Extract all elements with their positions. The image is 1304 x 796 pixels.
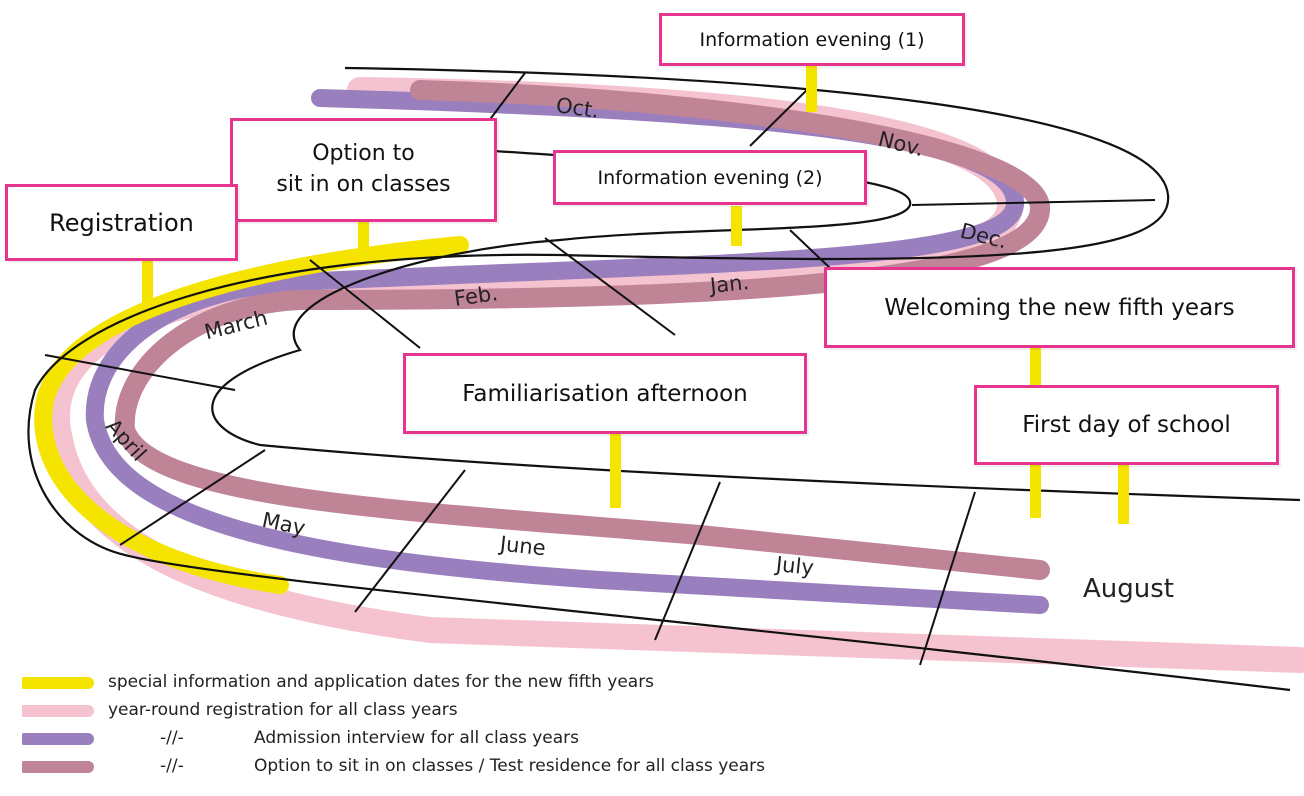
divider xyxy=(654,481,721,641)
callout-registration: Registration xyxy=(5,184,238,261)
pin-sit-in xyxy=(358,220,369,260)
divider xyxy=(484,72,526,127)
divider xyxy=(354,469,466,613)
legend-swatch-pink xyxy=(22,705,94,717)
pin-familiarisation xyxy=(610,430,621,508)
callout-sit-in-line2: sit in on classes xyxy=(276,172,451,197)
callout-info-evening-1-label: Information evening (1) xyxy=(699,28,925,51)
callout-sit-in: Option to sit in on classes xyxy=(230,118,497,222)
legend-text-mauve: Option to sit in on classes / Test resid… xyxy=(254,756,765,776)
divider xyxy=(911,199,1156,206)
callout-info-evening-2: Information evening (2) xyxy=(553,150,867,205)
divider xyxy=(789,229,831,269)
legend-ditto-mauve: -//- xyxy=(160,756,184,776)
legend-text-yellow: special information and application date… xyxy=(108,672,655,692)
legend-text-purple: Admission interview for all class years xyxy=(254,728,580,748)
divider xyxy=(544,237,676,336)
callout-welcoming: Welcoming the new fifth years xyxy=(824,267,1295,348)
divider xyxy=(919,491,976,666)
legend-swatch-purple xyxy=(22,733,94,745)
month-august: August xyxy=(1083,574,1174,604)
legend-item-yellow: special information and application date… xyxy=(22,670,1022,698)
callout-first-day-label: First day of school xyxy=(1022,412,1231,438)
divider xyxy=(309,259,421,349)
legend-item-mauve: -//- Option to sit in on classes / Test … xyxy=(22,754,1022,782)
legend-swatch-yellow xyxy=(22,677,94,689)
callout-first-day: First day of school xyxy=(974,385,1279,465)
pin-info-evening-1 xyxy=(806,66,817,112)
callout-welcoming-label: Welcoming the new fifth years xyxy=(884,294,1235,321)
legend-ditto-purple: -//- xyxy=(160,728,184,748)
band-mauve xyxy=(114,80,1050,580)
pin-registration xyxy=(142,260,153,306)
band-yellow xyxy=(34,236,469,594)
pin-first-day xyxy=(1118,462,1129,524)
legend-item-purple: -//- Admission interview for all class y… xyxy=(22,726,1022,754)
callout-familiarisation: Familiarisation afternoon xyxy=(403,353,807,434)
callout-registration-label: Registration xyxy=(49,208,194,237)
legend: special information and application date… xyxy=(22,670,1022,782)
callout-info-evening-2-label: Information evening (2) xyxy=(597,166,823,189)
month-july: July xyxy=(774,552,815,580)
road-outer-edge xyxy=(27,66,1291,692)
legend-swatch-mauve xyxy=(22,761,94,773)
legend-item-pink: year-round registration for all class ye… xyxy=(22,698,1022,726)
month-jan: Jan. xyxy=(708,270,751,298)
divider xyxy=(749,81,816,147)
legend-text-pink: year-round registration for all class ye… xyxy=(108,700,458,720)
divider xyxy=(119,449,266,546)
pin-info-evening-2 xyxy=(731,206,742,246)
callout-familiarisation-label: Familiarisation afternoon xyxy=(462,380,748,407)
callout-info-evening-1: Information evening (1) xyxy=(659,13,965,66)
callout-sit-in-line1: Option to xyxy=(312,141,415,167)
month-june: June xyxy=(498,531,547,561)
divider xyxy=(44,354,236,391)
